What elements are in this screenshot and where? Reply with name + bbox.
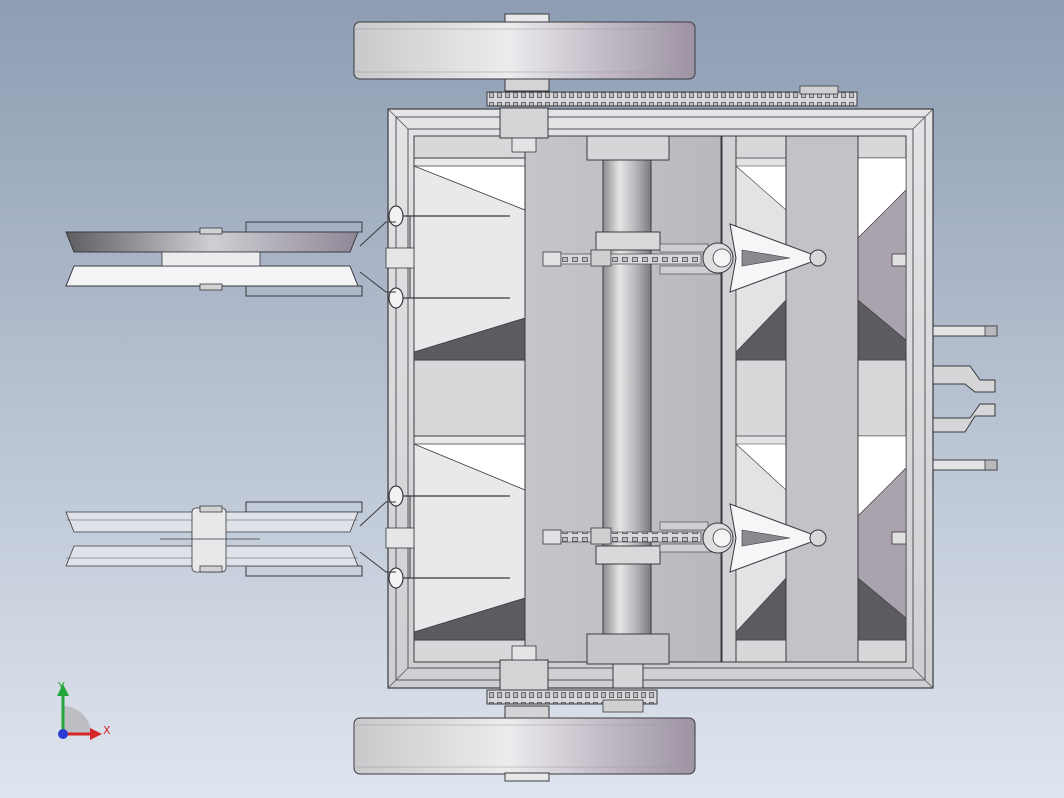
- left-seed-hopper-upper[interactable]: [413, 157, 526, 361]
- lower-opener-linkage[interactable]: [359, 485, 510, 589]
- top-drive-wheel[interactable]: [353, 13, 696, 92]
- upper-press-wheel[interactable]: [65, 221, 363, 297]
- top-drive-chain[interactable]: [486, 85, 858, 107]
- upper-seed-metering-unit[interactable]: [702, 223, 827, 293]
- top-axle-bearing[interactable]: [499, 107, 549, 139]
- upper-opener-linkage[interactable]: [359, 205, 510, 309]
- triad-plane-icon: [63, 706, 91, 734]
- triad-x-label: X: [103, 724, 111, 737]
- lower-metering-chain[interactable]: [542, 521, 721, 553]
- three-point-hitch[interactable]: [932, 325, 998, 471]
- bottom-drive-wheel[interactable]: [353, 705, 696, 782]
- bottom-drive-chain[interactable]: [486, 689, 658, 713]
- top-axle-stub: [511, 137, 537, 153]
- coordinate-triad: Y X: [57, 680, 111, 740]
- left-seed-hopper-lower[interactable]: [413, 435, 526, 641]
- lower-seed-metering-unit[interactable]: [702, 503, 827, 573]
- bottom-axle-stub: [511, 645, 537, 661]
- triad-z-axis-icon: [58, 729, 68, 739]
- upper-metering-chain[interactable]: [542, 243, 721, 275]
- lower-press-wheel[interactable]: [65, 501, 363, 577]
- right-mounting-plate[interactable]: [785, 135, 859, 663]
- bottom-axle-bearing[interactable]: [499, 659, 549, 691]
- triad-x-arrow-icon: [90, 728, 102, 740]
- triad-y-label: Y: [57, 680, 65, 693]
- main-drive-shaft[interactable]: [586, 135, 670, 689]
- frame-tab-lower: [891, 531, 907, 545]
- frame-tab-upper: [891, 253, 907, 267]
- triad-y-arrow-icon: [57, 684, 69, 696]
